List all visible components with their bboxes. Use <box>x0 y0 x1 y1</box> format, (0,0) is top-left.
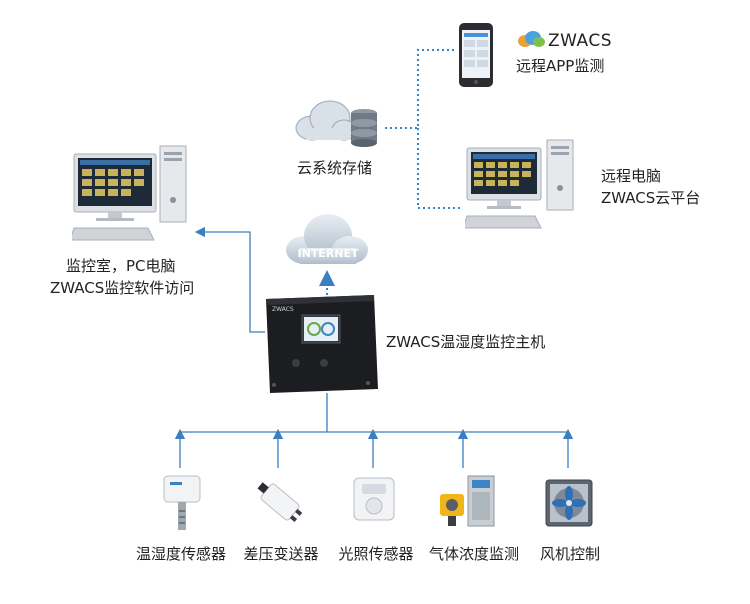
sensor-label-gas: 气体浓度监测 <box>428 545 519 563</box>
pressure-transmitter-icon <box>257 482 303 523</box>
app-brand: ZWACS <box>548 31 613 51</box>
remote-pc-line2: ZWACS云平台 <box>601 189 701 207</box>
internet-label: INTERNET <box>297 247 359 260</box>
cloud-storage-icon <box>295 100 377 147</box>
dotted-link-remote-pc <box>417 128 460 209</box>
remote-pc-line1: 远程电脑 <box>601 167 662 185</box>
smartphone-icon <box>459 23 493 87</box>
temp-humidity-sensor-icon <box>163 475 201 530</box>
local-pc-icon <box>72 145 187 241</box>
pc-line2: ZWACS监控软件访问 <box>50 279 195 297</box>
remote-pc-icon <box>465 139 574 229</box>
host-label: ZWACS温湿度监控主机 <box>386 333 546 351</box>
sensor-label-light: 光照传感器 <box>338 545 414 563</box>
sensor-label-pressure: 差压变送器 <box>243 545 319 563</box>
pc-line1: 监控室，PC电脑 <box>66 257 176 275</box>
sensor-label-temp-humidity: 温湿度传感器 <box>136 545 227 563</box>
internet-cloud-icon: INTERNET <box>286 214 368 264</box>
dotted-link-app <box>385 49 455 129</box>
zwacs-logo-icon <box>518 31 545 47</box>
app-label: 远程APP监测 <box>516 57 605 75</box>
link-host-pc <box>194 226 265 333</box>
cloud-storage-label: 云系统存储 <box>297 159 373 177</box>
fan-control-icon <box>545 479 593 527</box>
gas-monitor-icon <box>440 475 495 527</box>
host-device-icon: ZWACS <box>266 295 378 393</box>
sensor-label-fan: 风机控制 <box>539 545 600 563</box>
light-sensor-icon <box>353 477 395 521</box>
svg-text:ZWACS: ZWACS <box>272 306 294 313</box>
